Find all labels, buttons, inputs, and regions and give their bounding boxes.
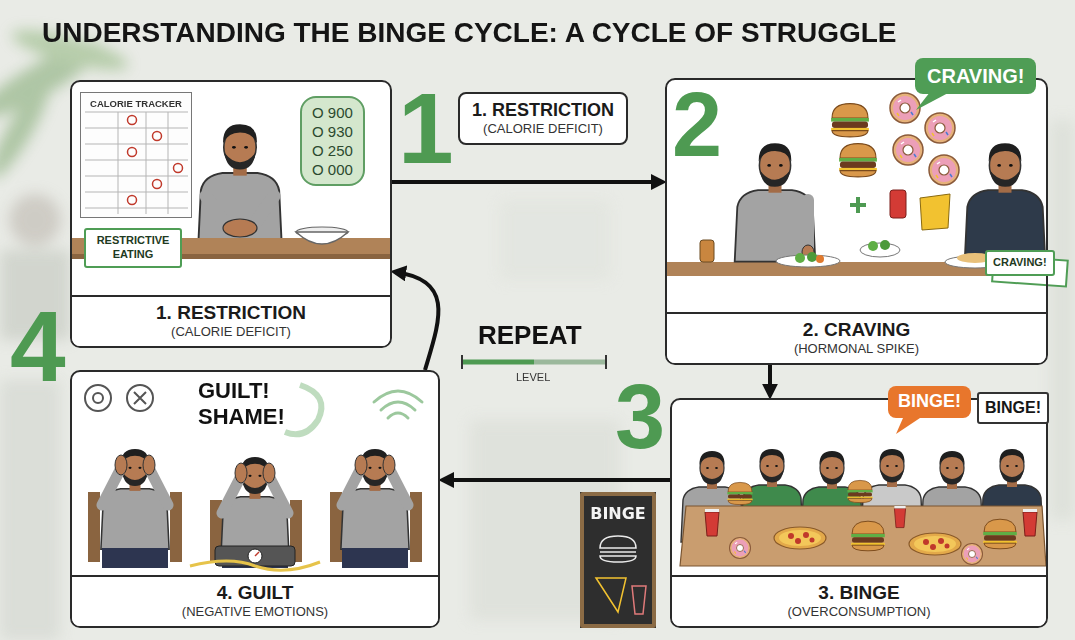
callout-number: 1 (398, 78, 454, 178)
card-text: CRAVING! (993, 256, 1047, 270)
cycle-label: REPEAT (478, 322, 582, 348)
stage-heading: 4. GUILT (78, 582, 432, 604)
stage-subtitle: (HORMONAL SPIKE) (673, 341, 1040, 357)
emotion-word: GUILT! (198, 380, 270, 402)
stage-heading: 2. CRAVING (673, 319, 1040, 341)
calorie-number: O 250 (312, 141, 353, 160)
chalkboard-sign: BINGE (580, 492, 656, 628)
callout-number: 2 (672, 80, 722, 170)
note-card: CRAVING! (985, 250, 1055, 276)
bar-label: LEVEL (516, 372, 550, 383)
caption-strip: 4. GUILT(NEGATIVE EMOTIONS) (72, 575, 438, 626)
stage-subtitle: (OVERCONSUMPTION) (678, 604, 1040, 620)
caption-strip: 3. BINGE(OVERCONSUMPTION) (672, 575, 1046, 626)
tracker-sheet: CALORIE TRACKER (80, 92, 192, 218)
stage-heading: 1. RESTRICTION (472, 100, 614, 121)
bubble-text: BINGE! (898, 391, 961, 413)
stage-heading: 1. RESTRICTION (78, 302, 384, 324)
stage-heading: 3. BINGE (678, 582, 1040, 604)
card-text: RESTRICTIVE EATING (92, 234, 174, 262)
stage-panel: 1. RESTRICTION(CALORIE DEFICIT) CALORIE T… (70, 80, 392, 348)
calorie-number: O 930 (312, 122, 353, 141)
callout-number: 3 (615, 372, 665, 462)
emotion-word: SHAME! (198, 406, 285, 428)
cycle-arrow (768, 365, 772, 395)
calorie-number: O 000 (312, 160, 353, 179)
note-card: RESTRICTIVE EATING (84, 228, 182, 268)
speech-bubble: BINGE! (888, 386, 971, 418)
stage-label-box: 1. RESTRICTION(CALORIE DEFICIT) (458, 92, 628, 145)
calorie-number: O 900 (312, 103, 353, 122)
stage-panel: 2. CRAVING(HORMONAL SPIKE) CRAVING! (665, 78, 1048, 365)
cycle-arrow (392, 180, 662, 184)
caption-strip: 2. CRAVING(HORMONAL SPIKE) (667, 312, 1046, 363)
stage-subtitle: (NEGATIVE EMOTIONS) (78, 604, 432, 620)
caption-strip: 1. RESTRICTION(CALORIE DEFICIT) (72, 295, 390, 346)
card-text: BINGE! (985, 398, 1041, 418)
callout-number: 4 (10, 296, 66, 396)
stage-subtitle: (CALORIE DEFICIT) (472, 121, 614, 137)
diagram-title: UNDERSTANDING THE BINGE CYCLE: A CYCLE O… (42, 16, 897, 50)
stage-subtitle: (CALORIE DEFICIT) (78, 324, 384, 340)
calorie-tag: O 900O 930O 250O 000 (300, 96, 365, 186)
note-card: BINGE! (977, 392, 1049, 424)
cycle-arrow (395, 272, 438, 370)
sheet-title: CALORIE TRACKER (84, 98, 188, 109)
cycle-arrow (443, 478, 670, 482)
stage-panel: 3. BINGE(OVERCONSUMPTION)BINGE!BINGE! (670, 398, 1048, 628)
speech-bubble: CRAVING! (915, 58, 1036, 94)
sign-text: BINGE (584, 504, 652, 523)
bubble-text: CRAVING! (927, 64, 1024, 88)
